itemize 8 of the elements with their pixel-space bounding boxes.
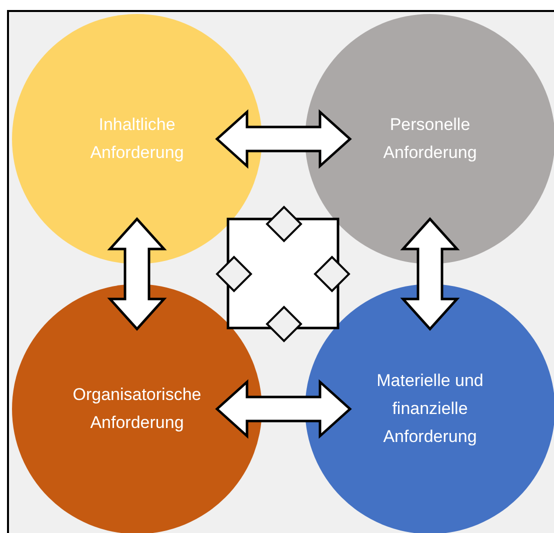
double-arrow xyxy=(107,217,167,331)
double-arrow xyxy=(215,379,352,439)
double-arrow xyxy=(400,217,460,331)
circle-label: Materielle und finanzielle Anforderung xyxy=(376,370,484,448)
circle-label: Organisatorische Anforderung xyxy=(72,384,202,434)
circle-label: Inhaltliche Anforderung xyxy=(89,114,185,164)
circle-label: Personelle Anforderung xyxy=(382,114,478,164)
double-arrow xyxy=(215,109,352,169)
